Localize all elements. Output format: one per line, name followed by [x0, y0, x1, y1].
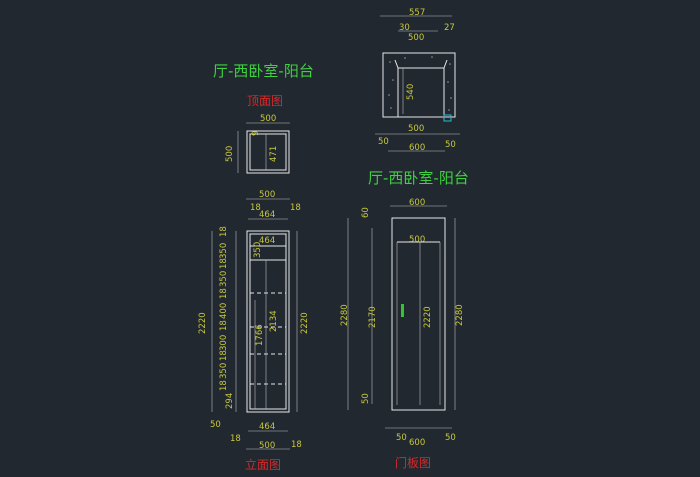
door-handle	[401, 304, 404, 317]
plan-inner-lines	[394, 59, 448, 117]
door-bottom-50b: 50	[445, 433, 456, 443]
elevation-cabinet-outer	[246, 230, 290, 413]
elev-seg-18a: 18	[219, 226, 229, 237]
plan-view: 557 30 27 500 540 50 500 50 600	[375, 8, 460, 153]
elevation-title: 立面图	[245, 457, 281, 472]
elev-bottom-18a: 18	[230, 434, 241, 444]
elev-bottom-464: 464	[259, 422, 275, 432]
elev-inner-464: 464	[259, 236, 275, 246]
room-title-top: 厅-西卧室-阳台	[213, 62, 314, 80]
door-height-2170: 2170	[368, 306, 378, 328]
elev-seg-18e: 18	[219, 350, 229, 361]
elev-seg-18c: 18	[219, 288, 229, 299]
door-panel-outer	[391, 217, 446, 411]
elev-inner-1766: 1766	[255, 324, 265, 346]
door-height-2280-left: 2280	[340, 304, 350, 326]
plan-marker-square	[443, 114, 452, 122]
top-outer	[246, 130, 290, 174]
door-panel-view: 600 500 2280 60 2170 50 2220 2280 50 600…	[340, 198, 465, 470]
elev-seg-350b: 350	[219, 271, 229, 287]
elev-top-500: 500	[259, 190, 275, 200]
door-inner-2220: 2220	[423, 306, 433, 328]
top-view-title: 顶面图	[247, 94, 283, 108]
elev-seg-350a: 350	[219, 243, 229, 259]
plan-outline	[382, 52, 456, 118]
plan-bottom-50b: 50	[445, 140, 456, 150]
elev-top-464: 464	[259, 210, 275, 220]
plan-width-557: 557	[409, 8, 425, 18]
elev-height-2220-right: 2220	[300, 312, 310, 334]
plan-dim-27: 27	[444, 23, 455, 33]
elev-top-18a: 18	[250, 203, 261, 213]
plan-bottom-50a: 50	[378, 137, 389, 147]
top-depth-471: 471	[269, 146, 279, 162]
top-inner	[249, 133, 287, 171]
elev-seg-18b: 18	[219, 258, 229, 269]
elev-inner-2134: 2134	[269, 310, 279, 332]
door-dim-60: 60	[361, 207, 371, 218]
top-view: 500 500 9 471	[225, 114, 290, 174]
elevation-cabinet-inner	[249, 233, 287, 410]
elev-bottom-500: 500	[259, 441, 275, 451]
elev-seg-50: 50	[210, 420, 221, 430]
top-depth-500: 500	[225, 146, 235, 162]
elev-top-18b: 18	[290, 203, 301, 213]
elev-inner-350: 350	[253, 242, 263, 258]
top-dim-9: 9	[251, 131, 261, 136]
elev-seg-400: 400	[219, 303, 229, 319]
door-dim-50: 50	[361, 393, 371, 404]
door-height-2280-right: 2280	[455, 304, 465, 326]
elev-height-2220-left: 2220	[198, 312, 208, 334]
elev-seg-350c: 350	[219, 363, 229, 379]
plan-dim-30: 30	[399, 23, 410, 33]
elevation-view: 500 18 18 464 464 350 2134 1766 18 350 1…	[198, 190, 310, 472]
door-top-600: 600	[409, 198, 425, 208]
plan-depth-540: 540	[406, 84, 416, 100]
top-width-500: 500	[260, 114, 276, 124]
elev-seg-18d: 18	[219, 320, 229, 331]
door-bottom-50a: 50	[396, 433, 407, 443]
elev-seg-18f: 18	[219, 380, 229, 391]
door-bottom-600: 600	[409, 438, 425, 448]
door-panel-title: 门板图	[395, 455, 431, 470]
plan-bottom-600: 600	[409, 143, 425, 153]
elev-bottom-18b: 18	[291, 440, 302, 450]
plan-bottom-500: 500	[408, 124, 424, 134]
door-inner-500: 500	[409, 235, 425, 245]
elev-seg-300: 300	[219, 335, 229, 351]
plan-width-500: 500	[408, 33, 424, 43]
room-title-mid: 厅-西卧室-阳台	[368, 169, 469, 187]
elev-seg-294: 294	[225, 393, 235, 409]
